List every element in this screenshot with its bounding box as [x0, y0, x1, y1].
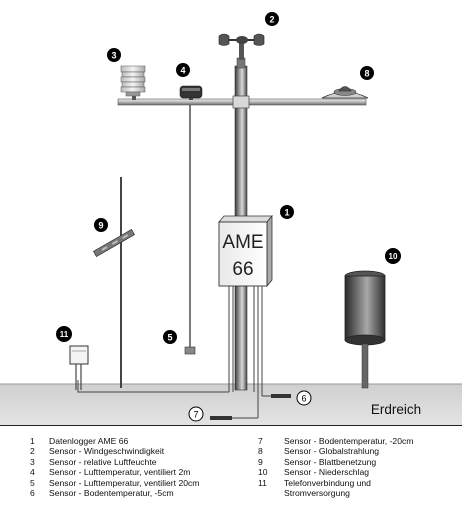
- logger-cables: [77, 286, 272, 419]
- marker-1: [280, 205, 294, 219]
- pyranometer-icon: [321, 86, 369, 99]
- soil-temp-5cm-sensor-icon: [271, 394, 291, 398]
- anemometer-icon: [218, 33, 265, 60]
- ground-label: Erdreich: [371, 402, 421, 417]
- marker-11-label: 11: [60, 330, 69, 339]
- crossbar-clamp: [232, 95, 250, 109]
- legend-item-continuation: Stromversorgung: [284, 488, 350, 499]
- marker-1-label: 1: [284, 208, 289, 218]
- air-temp-2m-sensor-icon: [179, 85, 203, 100]
- marker-10-label: 10: [389, 252, 398, 261]
- marker-3-label: 3: [111, 51, 116, 61]
- leaf-wetness-sensor-icon: [93, 228, 135, 258]
- air-temp-20cm-sensor-icon: [184, 346, 196, 355]
- marker-10: [385, 248, 401, 264]
- marker-4: [176, 63, 190, 77]
- marker-8: [360, 66, 374, 80]
- marker-6-label: 6: [301, 394, 306, 404]
- soil-temp-20cm-sensor-icon: [210, 416, 232, 420]
- marker-9-label: 9: [98, 221, 103, 231]
- marker-6: [296, 390, 312, 406]
- marker-7-label: 7: [193, 410, 198, 420]
- marker-8-label: 8: [364, 69, 369, 79]
- rain-gauge-icon: [344, 270, 386, 389]
- datalogger-box: [218, 214, 273, 288]
- marker-4-label: 4: [180, 66, 185, 76]
- telephone-power-box-icon: [69, 345, 89, 390]
- marker-2: [265, 12, 279, 26]
- logger-label-line1: AME: [222, 232, 263, 253]
- humidity-shield-icon: [120, 65, 146, 100]
- marker-2-label: 2: [269, 15, 274, 25]
- marker-7: [188, 406, 204, 422]
- marker-9: [94, 218, 108, 232]
- marker-5-label: 5: [167, 333, 172, 343]
- marker-11: [56, 326, 72, 342]
- marker-5: [163, 330, 177, 344]
- logger-label-line2: 66: [232, 259, 253, 280]
- marker-3: [107, 48, 121, 62]
